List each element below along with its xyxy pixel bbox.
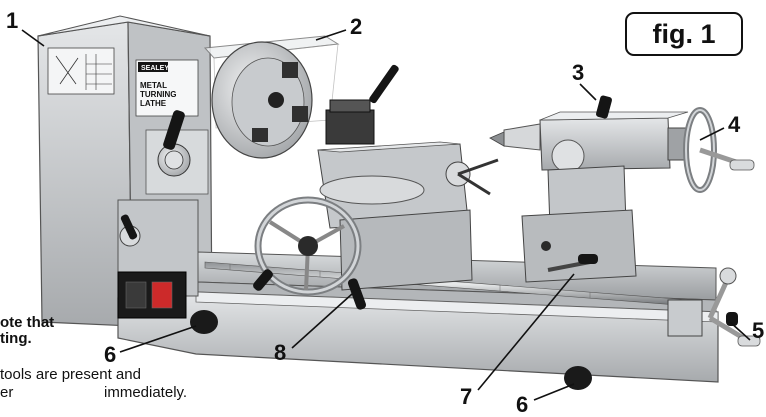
brand-plate: SEALEY METAL TURNING LATHE bbox=[135, 59, 199, 117]
plate-line-2: TURNING bbox=[140, 90, 176, 99]
callout-1: 1 bbox=[6, 8, 19, 33]
tailstock-clamp-lever[interactable] bbox=[547, 254, 598, 272]
figure-label: fig. 1 bbox=[625, 12, 743, 56]
note-line-5: immediately. bbox=[104, 384, 188, 401]
callout-2: 2 bbox=[350, 14, 363, 39]
callout-8: 8 bbox=[274, 340, 287, 365]
carriage-handwheel[interactable] bbox=[251, 196, 362, 296]
leadscrew-handwheel[interactable] bbox=[667, 267, 761, 347]
foot-left bbox=[190, 310, 218, 334]
brand-name: SEALEY bbox=[141, 65, 169, 72]
plate-line-3: LATHE bbox=[140, 99, 167, 108]
note-line-1: ote that bbox=[0, 314, 55, 331]
callout-7: 7 bbox=[460, 384, 473, 409]
callout-3: 3 bbox=[572, 60, 585, 85]
power-switch[interactable] bbox=[117, 271, 187, 319]
lathe-base bbox=[117, 291, 719, 383]
foot-right bbox=[564, 366, 592, 390]
tool-post bbox=[325, 64, 399, 145]
tailstock-handwheel[interactable] bbox=[667, 107, 755, 193]
carriage bbox=[317, 141, 473, 291]
callout-4: 4 bbox=[728, 112, 741, 137]
speed-dial-knob[interactable] bbox=[145, 109, 209, 195]
note-line-4: er bbox=[0, 384, 14, 401]
callout-5: 5 bbox=[752, 318, 765, 343]
callout-6-right: 6 bbox=[516, 392, 529, 417]
tailstock bbox=[489, 95, 689, 283]
callout-6-left: 6 bbox=[104, 342, 117, 367]
plate-line-1: METAL bbox=[140, 81, 167, 90]
leader-lines bbox=[21, 29, 751, 401]
note-line-2: ting. bbox=[0, 330, 32, 347]
cross-slide-handle[interactable] bbox=[445, 158, 499, 196]
half-nut-lever[interactable] bbox=[347, 277, 367, 310]
note-line-3: tools are present and bbox=[0, 366, 141, 383]
chuck bbox=[211, 41, 313, 159]
